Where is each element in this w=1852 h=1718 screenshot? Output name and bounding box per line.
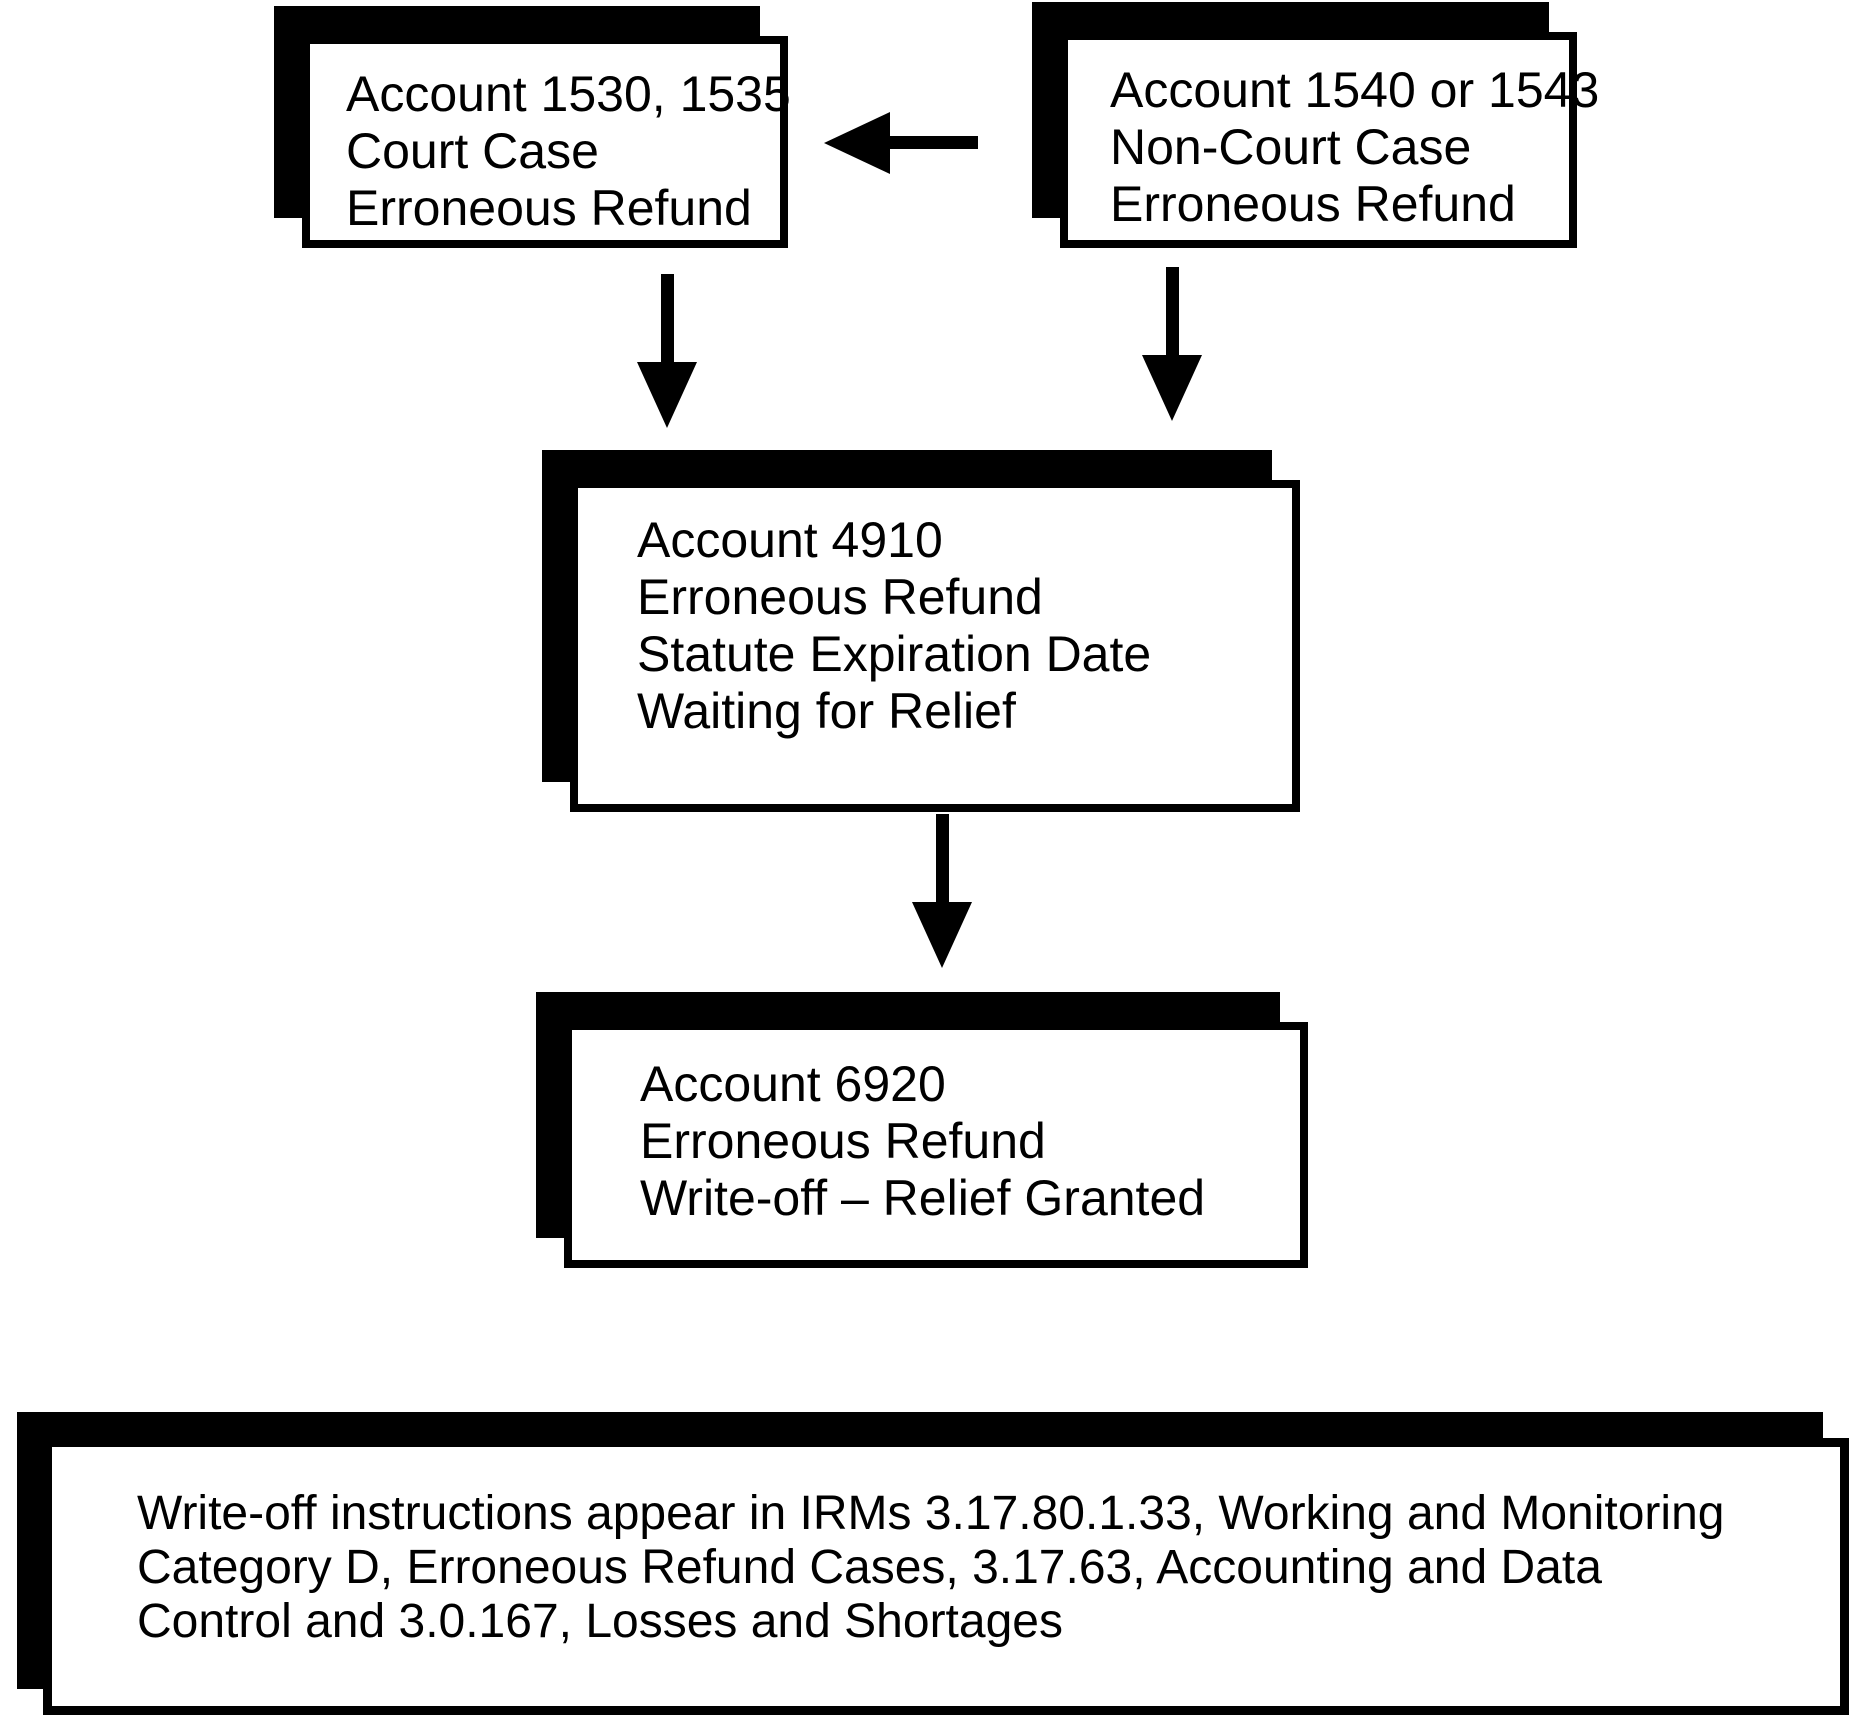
note-text-line: Category D, Erroneous Refund Cases, 3.17…	[137, 1541, 1602, 1594]
arrow-left-tail	[890, 136, 978, 149]
arrow-down-tail	[1165, 267, 1179, 355]
arrow-down-head	[637, 362, 697, 428]
box-text-line: Erroneous Refund	[637, 569, 1043, 625]
note-text-line: Write-off instructions appear in IRMs 3.…	[137, 1487, 1725, 1540]
box-text-line: Non-Court Case	[1110, 119, 1472, 175]
box-account-6920-write-off-relief-granted: Account 6920 Erroneous Refund Write-off …	[564, 1022, 1308, 1268]
arrow-down-icon	[637, 274, 697, 428]
arrow-down-head	[1142, 355, 1202, 421]
box-text-line: Account 1530, 1535	[346, 66, 791, 122]
arrow-down-tail	[660, 274, 674, 362]
box-text-line: Court Case	[346, 123, 599, 179]
box-text-line: Account 4910	[637, 512, 943, 568]
box-account-4910-waiting-for-relief: Account 4910 Erroneous Refund Statute Ex…	[570, 480, 1300, 812]
box-text-line: Write-off – Relief Granted	[640, 1170, 1206, 1226]
box-text-line: Erroneous Refund	[346, 180, 752, 236]
note-text-line: Control and 3.0.167, Losses and Shortage…	[137, 1595, 1063, 1648]
box-text-line: Account 6920	[640, 1056, 946, 1112]
arrow-down-head	[912, 902, 972, 968]
arrow-left-icon	[824, 112, 978, 174]
arrow-down-icon	[1142, 267, 1202, 421]
box-court-case-erroneous-refund: Account 1530, 1535 Court Case Erroneous …	[302, 36, 791, 248]
arrow-down-icon	[912, 814, 972, 968]
box-text-line: Erroneous Refund	[640, 1113, 1046, 1169]
box-text-line: Waiting for Relief	[637, 683, 1016, 739]
note-write-off-instructions: Write-off instructions appear in IRMs 3.…	[43, 1438, 1849, 1715]
box-text-line: Erroneous Refund	[1110, 176, 1516, 232]
arrow-down-tail	[935, 814, 949, 902]
arrow-left-head	[824, 112, 890, 174]
box-text-line: Statute Expiration Date	[637, 626, 1152, 682]
box-non-court-case-erroneous-refund: Account 1540 or 1543 Non-Court Case Erro…	[1060, 32, 1600, 248]
box-text-line: Account 1540 or 1543	[1110, 62, 1600, 118]
